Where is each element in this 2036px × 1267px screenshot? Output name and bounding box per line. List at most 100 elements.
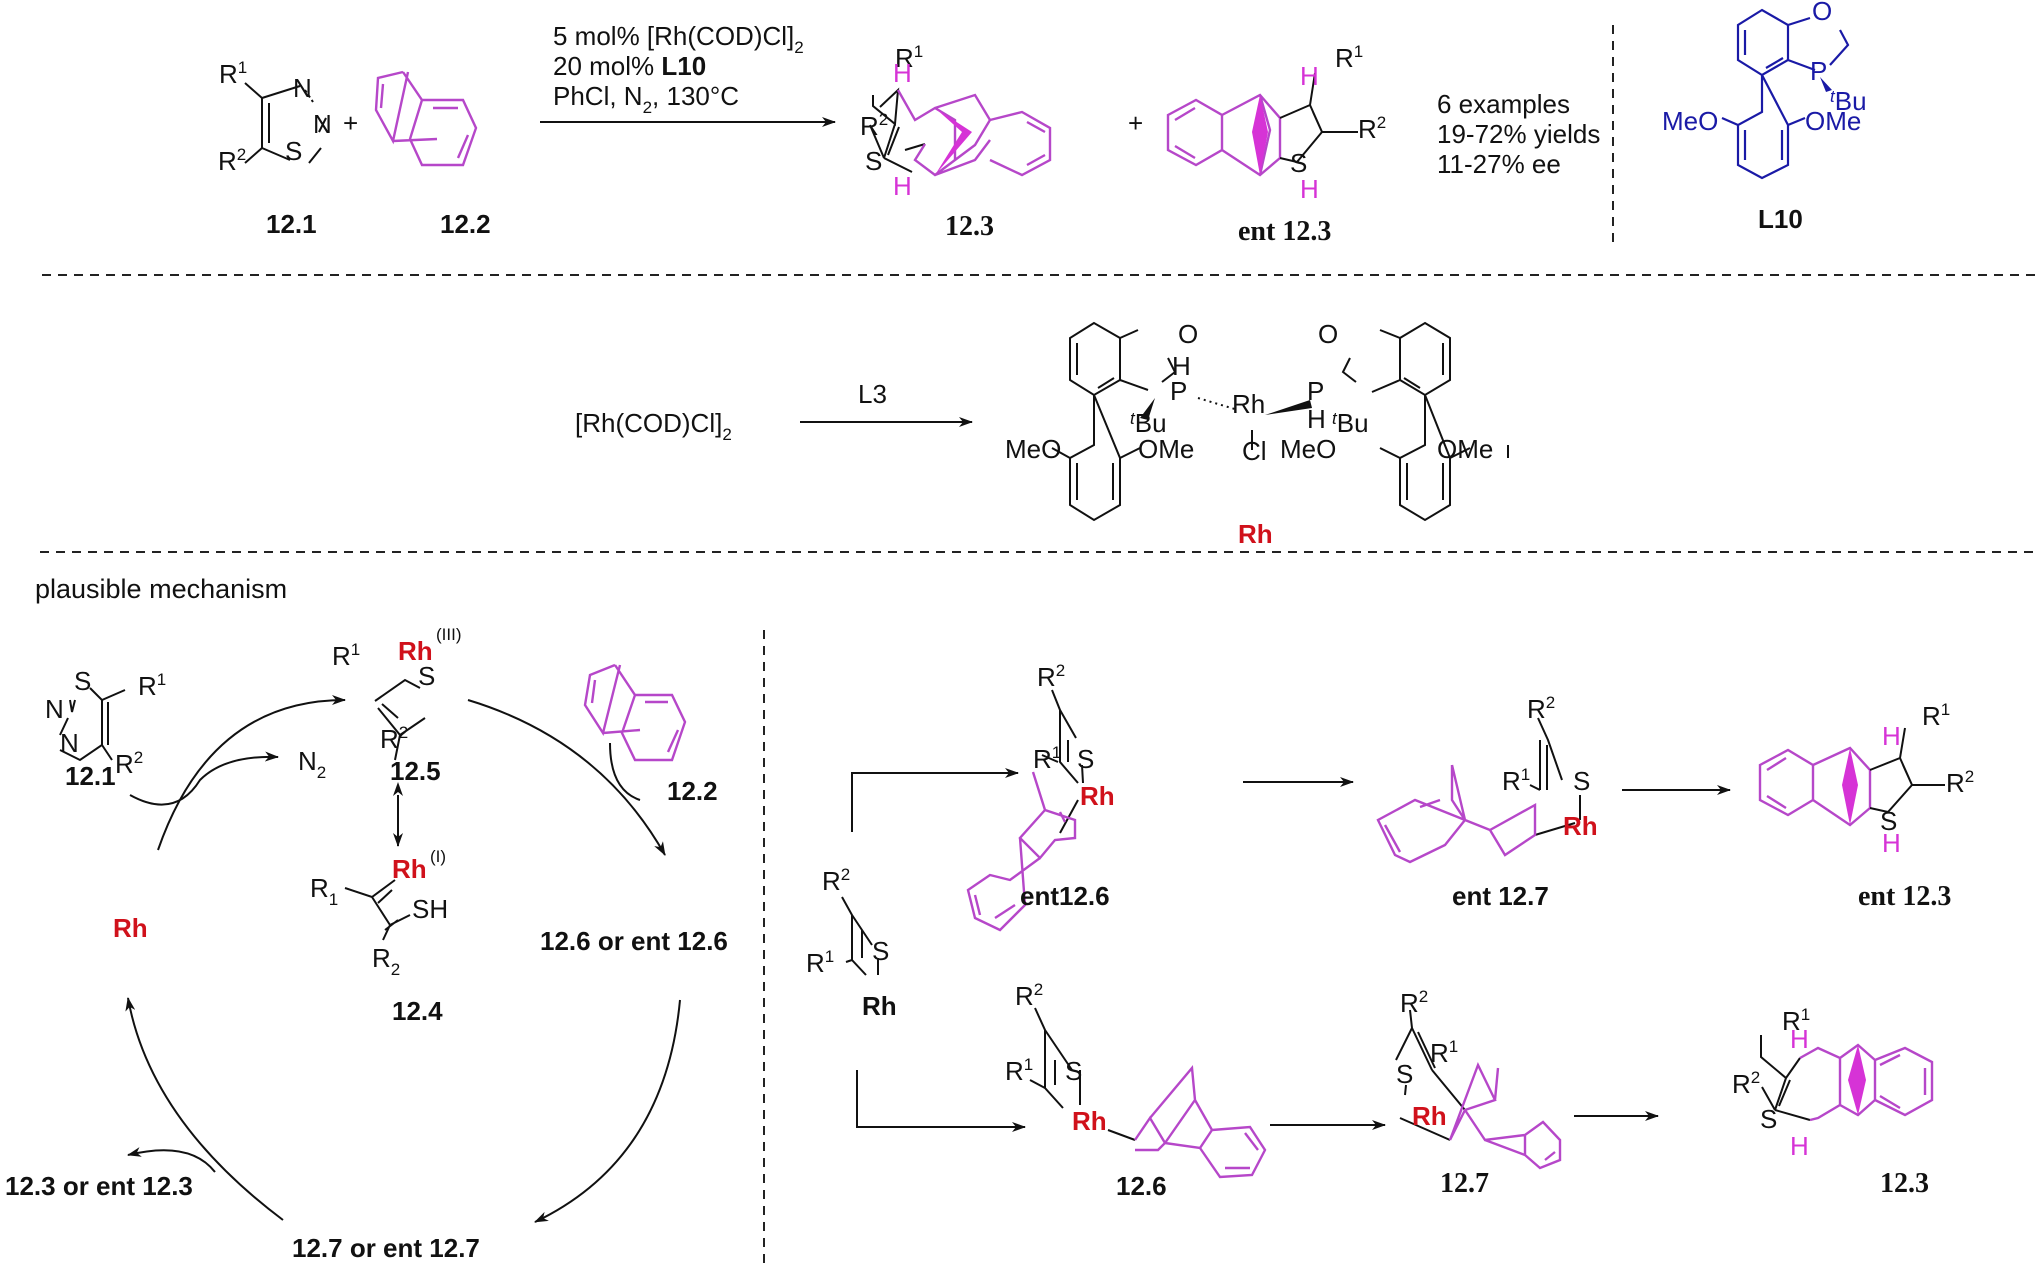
r2-label: R2 (1400, 987, 1428, 1018)
ligand-l3-label: L3 (858, 379, 887, 409)
o-atom: O (1812, 0, 1832, 26)
n-atom: N (60, 728, 79, 758)
plus-sign: + (343, 108, 358, 138)
n2-byproduct: N2 (298, 746, 326, 782)
compound-label-ent-12-6: ent12.6 (1020, 881, 1110, 911)
cycle-arrow-insertion (467, 699, 666, 856)
p-atom: P (1307, 376, 1324, 406)
p-atom: P (1810, 56, 1827, 86)
h-atom: H (893, 58, 912, 88)
reactant-12-2-benzonorbornadiene (374, 70, 478, 167)
s-atom: S (418, 661, 435, 691)
catalyst-condition: 5 mol% [Rh(COD)Cl]2 (553, 21, 804, 57)
rh-complex: O H P tBu Rh Cl MeO OMe MeO OMe O P H tB… (1005, 319, 1509, 549)
compound-label-12-3: 12.3 (1880, 1168, 1929, 1199)
cycle-arrow-oxidative-addition (157, 695, 346, 851)
tbu-group: tBu (1830, 86, 1867, 116)
compound-label-12-1: 12.1 (65, 761, 116, 791)
thiol-group: SH (412, 894, 448, 924)
h-atom: H (1300, 174, 1319, 204)
branch-arrow-upper (851, 768, 1019, 832)
s-atom: S (1396, 1059, 1413, 1089)
rh-oxidation-state: (I) (430, 847, 446, 866)
n2-release-arrow (129, 751, 279, 806)
r1-label: R1 (1502, 765, 1530, 796)
r1-label: R1 (1430, 1037, 1458, 1068)
reactant-12-1: R1 N N S R2 12.1 (218, 58, 332, 239)
s-atom: S (285, 136, 302, 166)
compound-label-12-2: 12.2 (667, 776, 718, 806)
r1-label: R1 (1922, 700, 1950, 731)
h-atom: H (1882, 721, 1901, 751)
plus-sign: + (1128, 108, 1143, 138)
n-atom: N (313, 109, 332, 139)
compound-label-12-1: 12.1 (266, 209, 317, 239)
ee-range: 11-27% ee (1437, 149, 1561, 179)
tbu-group: tBu (1332, 408, 1369, 438)
r1-label: R1 (1782, 1005, 1810, 1036)
intermediate-12-7: R2 R1 S Rh 12.7 (1395, 987, 1562, 1199)
rh-atom: Rh (862, 991, 897, 1021)
r2-label: R2 (372, 943, 400, 979)
mechanism-title: plausible mechanism (35, 574, 287, 604)
pathway-start-intermediate: R2 R1 S Rh (806, 865, 897, 1021)
r1-label: R1 (310, 873, 338, 909)
r2-label: R2 (1037, 661, 1065, 692)
intermediate-12-6: R2 R1 S Rh 12.6 (1005, 980, 1267, 1201)
compound-label-12-7: 12.7 (1440, 1168, 1489, 1199)
p-atom: P (1170, 376, 1187, 406)
rh-atom: Rh (392, 854, 427, 884)
s-atom: S (1760, 1104, 1777, 1134)
s-atom: S (1880, 806, 1897, 836)
substrate-entry-arrow (609, 742, 641, 801)
rh-atom: Rh (1232, 389, 1265, 419)
branch-arrow-lower (856, 1070, 1026, 1132)
s-atom: S (74, 666, 91, 696)
r1-label: R1 (138, 670, 166, 701)
cycle-arrow-migratory (534, 999, 681, 1223)
rh-atom: Rh (1072, 1106, 1107, 1136)
r1-label: R1 (1335, 42, 1363, 73)
r2-label: R2 (1358, 113, 1386, 144)
examples-count: 6 examples (1437, 89, 1570, 119)
solvent-condition: PhCl, N2, 130°C (553, 81, 739, 117)
r1-label: R1 (332, 640, 360, 671)
rh-atom: Rh (398, 636, 433, 666)
complex-label-rh: Rh (1238, 519, 1273, 549)
product-ent-12-3-pathway: R1 R2 S H H ent 12.3 (1758, 700, 1974, 912)
ligand-condition: 20 mol% L10 (553, 51, 706, 81)
s-atom: S (1290, 148, 1307, 178)
rh-atom: Rh (1412, 1101, 1447, 1131)
r1-label: R1 (1033, 743, 1061, 774)
methoxy: OMe (1437, 434, 1493, 464)
cycle-arrow-reductive-elimination (125, 997, 284, 1221)
r2-label: R2 (380, 723, 408, 754)
n-atom: N (45, 694, 64, 724)
r2-label: R2 (1527, 693, 1555, 724)
methoxy: MeO (1280, 434, 1336, 464)
product-12-3-pathway: R1 R2 S H H 12.3 (1732, 1005, 1934, 1199)
compound-label-12-5: 12.5 (390, 756, 441, 786)
r2-label: R2 (860, 110, 888, 141)
h-atom: H (1790, 1024, 1809, 1054)
yield-range: 19-72% yields (1437, 119, 1600, 149)
cycle-label-product: 12.3 or ent 12.3 (5, 1171, 193, 1201)
h-atom: H (1172, 351, 1191, 381)
compound-label-ent-12-3: ent 12.3 (1238, 216, 1331, 247)
product-ent-12-3: R1 R2 S H H ent 12.3 (1166, 42, 1386, 247)
ligand-l10: O P tBu MeO OMe L10 (1662, 0, 1867, 234)
methoxy-right: OMe (1805, 106, 1861, 136)
r1-label: R1 (1005, 1055, 1033, 1086)
rh-atom: Rh (1563, 811, 1598, 841)
compound-label-12-3: 12.3 (945, 211, 994, 242)
methoxy: OMe (1138, 434, 1194, 464)
r1-label: R1 (895, 42, 923, 73)
o-atom: O (1318, 319, 1338, 349)
intermediate-ent-12-6: R2 R1 S Rh ent12.6 (966, 661, 1115, 932)
rh-precursor: [Rh(COD)Cl]2 (575, 408, 732, 444)
r2-label: R2 (1946, 767, 1974, 798)
cycle-label-12-6: 12.6 or ent 12.6 (540, 926, 728, 956)
reaction-conditions: 5 mol% [Rh(COD)Cl]2 20 mol% L10 PhCl, N2… (553, 21, 804, 117)
methoxy-left: MeO (1662, 106, 1718, 136)
